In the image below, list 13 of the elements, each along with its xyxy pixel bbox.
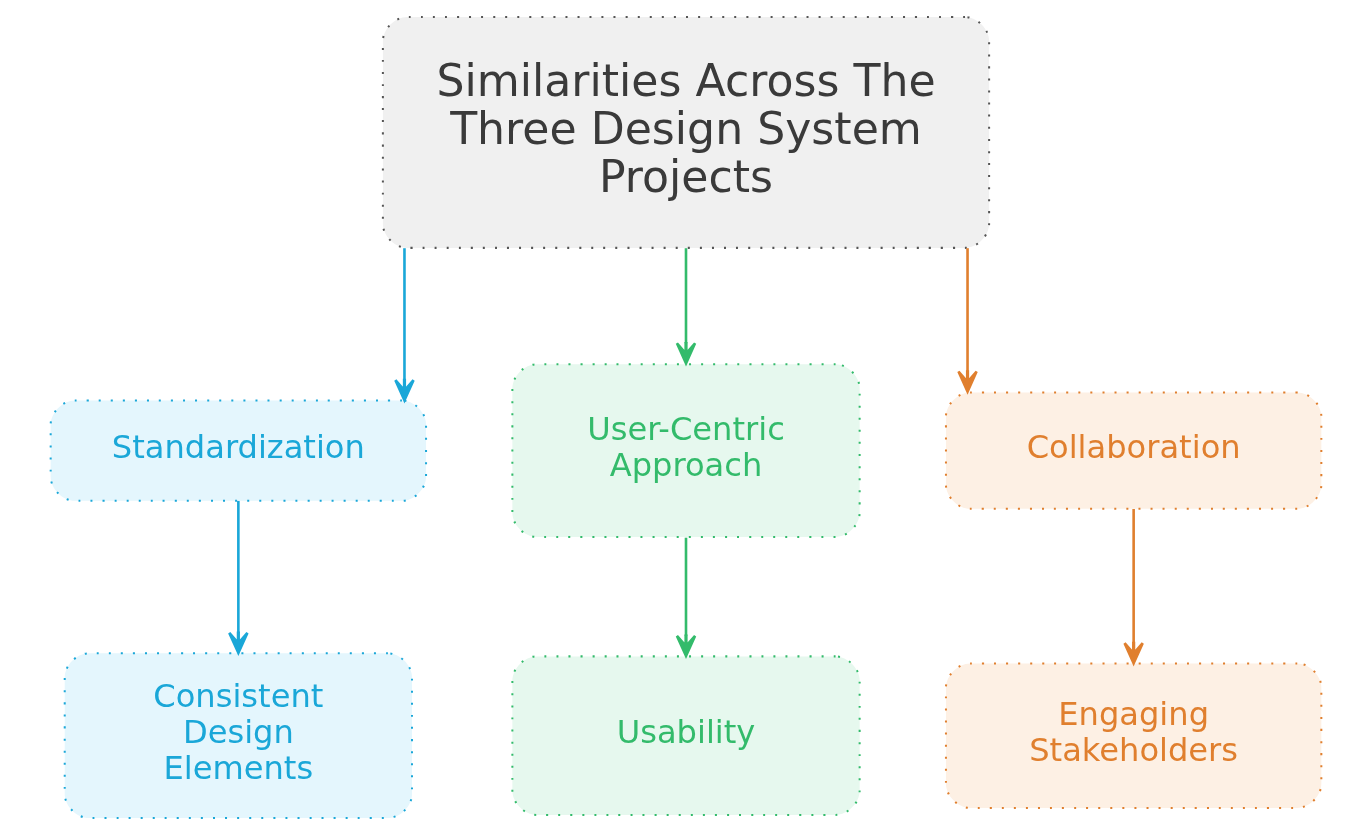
node-box: Standardization [49,398,428,502]
node-box: Collaboration [944,390,1323,510]
node-box: Similarities Across The Three Design System Projects [381,15,991,249]
node-box: Engaging Stakeholders [944,661,1323,809]
node-box: Usability [511,654,861,816]
arrow [1123,508,1144,664]
arrow [394,247,415,401]
node-box: User-Centric Approach [511,362,861,538]
arrow [228,500,249,654]
node-box: Consistent Design Elements [63,651,413,819]
arrow [675,247,697,365]
arrow [957,247,978,393]
arrow [675,537,697,657]
